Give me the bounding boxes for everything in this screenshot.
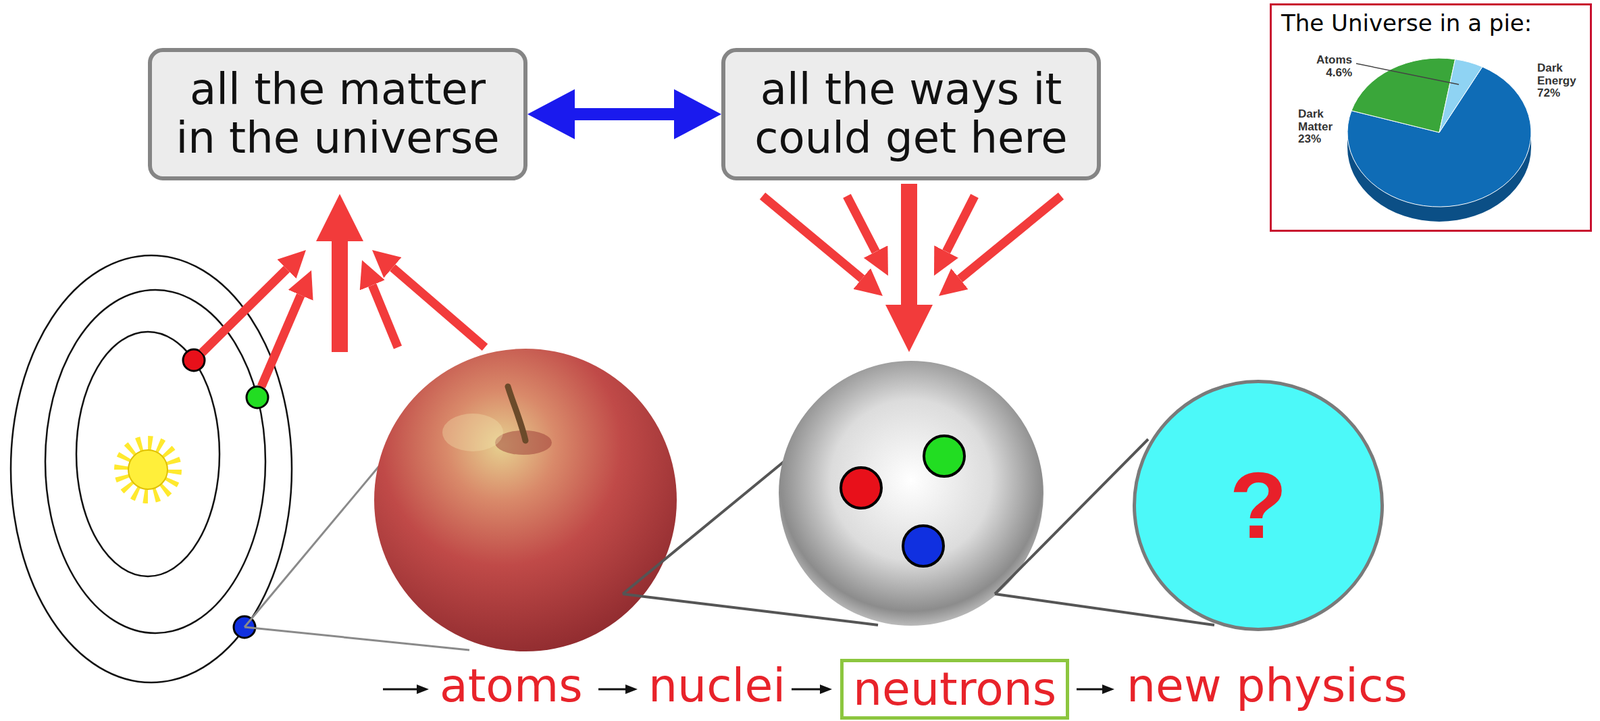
red-arrows	[762, 183, 1062, 305]
pie-label: Dark Matter 23%	[1298, 108, 1342, 146]
apple	[374, 348, 677, 652]
pie-slice	[1351, 58, 1456, 133]
pie-label: Atoms 4.6%	[1308, 54, 1353, 80]
orbit	[10, 255, 292, 683]
stage-label: nuclei	[648, 658, 786, 713]
box-text: all the matter in the universe	[172, 65, 504, 163]
chain-arrow	[382, 688, 417, 691]
red-arrow	[261, 295, 301, 387]
red-arrow	[959, 195, 1062, 279]
red-arrow	[331, 241, 348, 352]
orbit-diagram	[10, 255, 292, 683]
zoom-circle: ?	[1132, 379, 1384, 631]
double-arrow	[527, 89, 722, 140]
chain-arrow	[598, 688, 626, 691]
concept-box: all the ways it could get here	[721, 47, 1101, 181]
quark	[923, 435, 965, 477]
leader-line	[1356, 63, 1459, 85]
red-arrow	[762, 195, 862, 279]
zoom-line	[994, 439, 1149, 594]
sun	[128, 449, 168, 489]
box-text: all the ways it could get here	[745, 65, 1077, 163]
red-arrow	[392, 267, 485, 348]
red-arrow	[846, 195, 876, 252]
pie-label: Dark Energy 72%	[1537, 62, 1581, 100]
chain-arrow	[791, 688, 820, 691]
concept-box: all the matter in the universe	[147, 47, 528, 181]
red-arrows	[201, 241, 485, 387]
inset-title: The Universe in a pie:	[1281, 9, 1581, 38]
apple-stem	[507, 386, 526, 441]
apple-highlight	[442, 413, 504, 452]
planet	[183, 349, 205, 371]
quark	[902, 525, 944, 566]
sun-rays	[121, 443, 175, 496]
chain-arrow	[1076, 688, 1103, 691]
quark	[840, 467, 882, 508]
orbit	[45, 289, 266, 633]
zoom-line	[244, 449, 394, 627]
red-arrow	[946, 195, 975, 252]
planet	[246, 386, 269, 408]
question-mark: ?	[1229, 457, 1288, 553]
stage-label: new physics	[1126, 658, 1408, 713]
stage-label: neutrons	[853, 661, 1057, 716]
red-arrow	[900, 183, 918, 305]
pie-slice	[1439, 59, 1483, 133]
red-arrow	[201, 268, 288, 353]
orbit	[76, 331, 220, 577]
red-arrow	[372, 285, 398, 348]
zoom-line	[244, 626, 470, 650]
highlight-box: neutrons	[840, 658, 1070, 720]
stage-label: atoms	[439, 658, 583, 713]
